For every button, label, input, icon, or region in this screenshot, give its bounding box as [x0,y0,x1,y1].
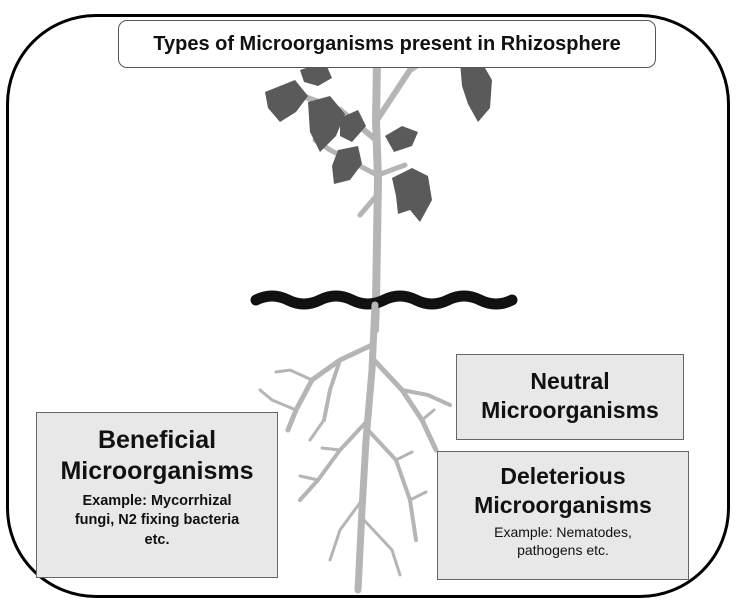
deleterious-heading-line1: Deleterious [438,462,688,491]
neutral-heading-line2: Microorganisms [457,396,683,425]
deleterious-example: Example: Nematodes, pathogens etc. [438,523,688,561]
root [374,360,436,450]
deleterious-example-line1: Example: Nematodes, [438,523,688,542]
neutral-heading-line1: Neutral [457,367,683,396]
plant-leaf [265,80,308,122]
beneficial-heading-line1: Beneficial [37,425,277,456]
deleterious-microorganisms-box: Deleterious Microorganisms Example: Nema… [437,451,689,580]
neutral-microorganisms-box: Neutral Microorganisms [456,354,684,440]
plant-leaf [385,126,418,152]
plant-roots [260,305,450,590]
root [410,492,426,500]
beneficial-example-line2: fungi, N2 fixing bacteria [37,511,277,531]
root [310,420,324,440]
root [422,410,434,420]
root [396,452,412,460]
root [364,520,400,575]
soil-line [256,296,512,304]
plant-branch [378,165,405,175]
beneficial-heading-line2: Microorganisms [37,456,277,487]
deleterious-example-line2: pathogens etc. [438,541,688,560]
deleterious-heading-line2: Microorganisms [438,491,688,520]
root [300,476,318,480]
diagram-title: Types of Microorganisms present in Rhizo… [118,20,656,68]
beneficial-example-line1: Example: Mycorrhizal [37,492,277,512]
beneficial-example: Example: Mycorrhizal fungi, N2 fixing ba… [37,492,277,551]
root [300,420,368,500]
root [260,390,296,410]
root [368,430,416,540]
plant-leaf [308,96,345,152]
root [322,448,340,450]
beneficial-example-line3: etc. [37,531,277,551]
plant-leaf [392,168,432,222]
root [276,370,312,380]
beneficial-microorganisms-box: Beneficial Microorganisms Example: Mycor… [36,412,278,578]
